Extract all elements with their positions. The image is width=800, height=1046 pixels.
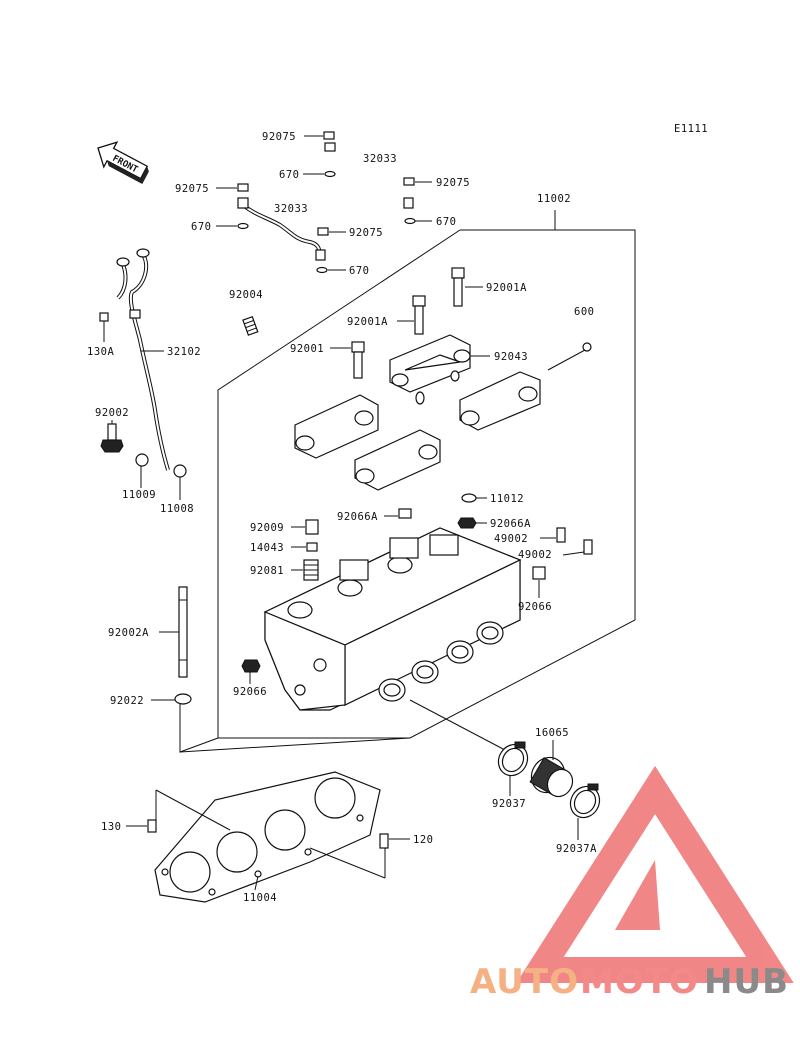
clamp-92037a bbox=[569, 783, 601, 819]
label-92001: 92001 bbox=[290, 343, 324, 355]
label-11009: 11009 bbox=[122, 489, 156, 501]
intake-leader bbox=[409, 699, 506, 751]
cap-92075-b bbox=[403, 177, 415, 186]
cylinder-head bbox=[263, 527, 522, 711]
seal-92009 bbox=[305, 519, 319, 535]
label-92009: 92009 bbox=[250, 522, 284, 534]
label-92075-b: 92075 bbox=[436, 177, 470, 189]
cap-92066-right bbox=[532, 566, 546, 580]
seal-14043 bbox=[306, 542, 318, 552]
washer-670-b bbox=[404, 217, 416, 225]
label-32033-a: 32033 bbox=[363, 153, 397, 165]
plug-92081 bbox=[303, 559, 319, 581]
cap-92066a-right bbox=[457, 517, 477, 529]
label-49002-b: 49002 bbox=[518, 549, 552, 561]
label-49002-a: 49002 bbox=[494, 533, 528, 545]
cap-92075-d bbox=[317, 227, 329, 236]
camshaft-cap-front-right bbox=[354, 429, 441, 491]
label-11004: 11004 bbox=[243, 892, 277, 904]
stud-bolt-92002a bbox=[178, 586, 188, 678]
gasket-11009 bbox=[135, 453, 149, 467]
camshaft-cap-front-left bbox=[294, 394, 379, 459]
label-670-b: 670 bbox=[191, 221, 211, 233]
bolt-130a bbox=[99, 312, 109, 322]
label-11012: 11012 bbox=[490, 493, 524, 505]
nut-92066-left bbox=[241, 659, 261, 673]
oil-pipe-upper-right bbox=[324, 142, 414, 209]
label-120: 120 bbox=[413, 834, 433, 846]
washer-670-d bbox=[316, 266, 328, 274]
label-92081: 92081 bbox=[250, 565, 284, 577]
label-32033-b: 32033 bbox=[274, 203, 308, 215]
head-gasket bbox=[154, 771, 381, 903]
label-670-c: 670 bbox=[436, 216, 456, 228]
label-92066-b: 92066 bbox=[233, 686, 267, 698]
label-14043: 14043 bbox=[250, 542, 284, 554]
logo-text-auto: AUTO bbox=[470, 962, 579, 1002]
plug-600 bbox=[582, 342, 592, 352]
label-16065: 16065 bbox=[535, 727, 569, 739]
label-670-d: 670 bbox=[349, 265, 369, 277]
label-130: 130 bbox=[101, 821, 121, 833]
cap-92075-a bbox=[323, 131, 335, 140]
clamp-92037 bbox=[497, 741, 529, 777]
bolt-92001 bbox=[351, 341, 365, 379]
label-92066-a: 92066 bbox=[518, 601, 552, 613]
oil-pipe-left bbox=[116, 248, 170, 471]
label-92002: 92002 bbox=[95, 407, 129, 419]
label-92075-a: 92075 bbox=[262, 131, 296, 143]
gasket-leader-left bbox=[155, 789, 231, 831]
stud-92004 bbox=[242, 315, 259, 336]
cap-92066a-top bbox=[398, 508, 412, 519]
plug-600-connector bbox=[547, 349, 586, 371]
diagram-code: E1111 bbox=[674, 123, 708, 135]
logo-text-moto: MOTO bbox=[580, 962, 699, 1002]
label-92043: 92043 bbox=[494, 351, 528, 363]
label-92002a: 92002A bbox=[108, 627, 149, 639]
label-92022: 92022 bbox=[110, 695, 144, 707]
label-670-a: 670 bbox=[279, 169, 299, 181]
camshaft-cap-back-right bbox=[459, 371, 541, 431]
gasket-leader-right bbox=[309, 847, 386, 879]
front-arrow-icon: FRONT bbox=[97, 141, 149, 185]
label-92004: 92004 bbox=[229, 289, 263, 301]
label-92066a-b: 92066A bbox=[490, 518, 531, 530]
fitting-49002-b bbox=[583, 539, 593, 555]
fitting-49002-a bbox=[556, 527, 566, 543]
label-92037a: 92037A bbox=[556, 843, 597, 855]
banjo-bolt-92002 bbox=[100, 423, 124, 453]
logo-text-hub: HUB bbox=[704, 962, 789, 1002]
bolt-130 bbox=[147, 819, 157, 833]
label-92001a-a: 92001A bbox=[486, 282, 527, 294]
label-92075-d: 92075 bbox=[349, 227, 383, 239]
label-600: 600 bbox=[574, 306, 594, 318]
label-92037: 92037 bbox=[492, 798, 526, 810]
washer-670-c bbox=[237, 222, 249, 230]
bolt-92001a-right bbox=[451, 267, 465, 307]
camshaft-cap-back-left bbox=[389, 334, 471, 405]
label-92066a-a: 92066A bbox=[337, 511, 378, 523]
oil-pipe-upper-left bbox=[237, 197, 326, 261]
cap-92075-c bbox=[237, 183, 249, 192]
washer-670-a bbox=[324, 170, 336, 178]
bolt-92001a-left bbox=[412, 295, 426, 335]
label-11002: 11002 bbox=[537, 193, 571, 205]
logo-triangle-icon bbox=[516, 765, 794, 983]
washer-92022 bbox=[174, 693, 192, 705]
gasket-11004-leader bbox=[254, 875, 259, 891]
label-92001a-b: 92001A bbox=[347, 316, 388, 328]
gasket-11008 bbox=[173, 464, 187, 478]
washer-11012 bbox=[461, 493, 477, 503]
label-92075-c: 92075 bbox=[175, 183, 209, 195]
label-32102: 32102 bbox=[167, 346, 201, 358]
cylinder-head-assembly-box bbox=[179, 210, 636, 753]
label-11008: 11008 bbox=[160, 503, 194, 515]
bolt-120 bbox=[379, 833, 389, 849]
label-130a: 130A bbox=[87, 346, 114, 358]
leader-lines bbox=[103, 135, 585, 840]
automotohub-logo: AUTO MOTO HUB bbox=[470, 765, 794, 1002]
intake-joint-16065 bbox=[529, 756, 574, 798]
